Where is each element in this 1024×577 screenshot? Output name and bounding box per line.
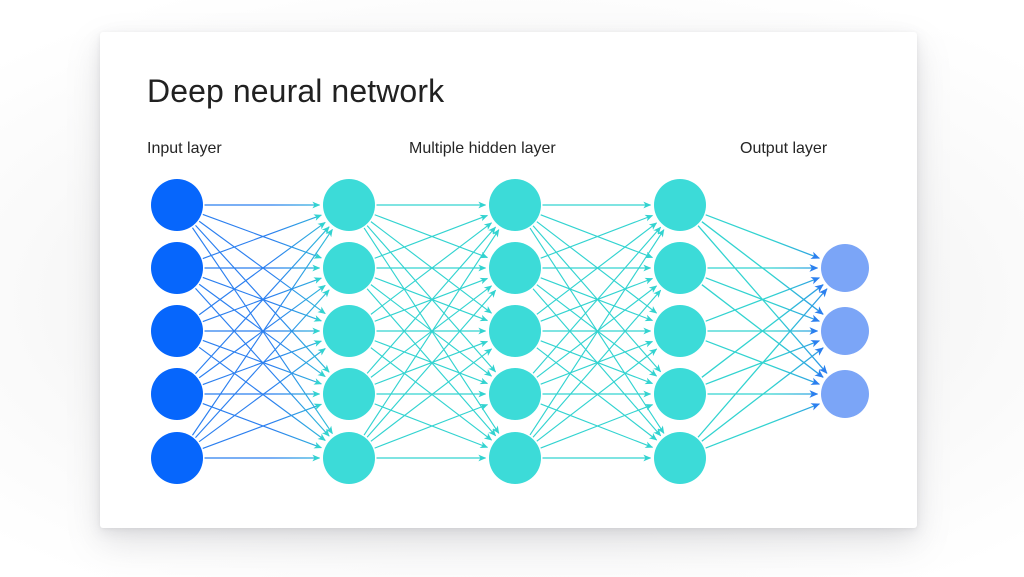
node-output-2 (821, 307, 869, 355)
neural-network-diagram (151, 179, 869, 484)
edge (540, 340, 654, 385)
edge (198, 221, 326, 316)
edge (705, 277, 821, 322)
edge (370, 284, 493, 377)
edge (536, 284, 658, 377)
node-hidden1-5 (323, 432, 375, 484)
edges-hidden2-to-hidden3 (529, 201, 665, 462)
edges-hidden1-to-hidden2 (363, 201, 500, 462)
edge (191, 228, 333, 436)
node-hidden1-3 (323, 305, 375, 357)
edge (198, 220, 326, 315)
edge (195, 226, 330, 375)
edge (532, 289, 662, 438)
node-hidden3-2 (654, 242, 706, 294)
node-output-1 (821, 244, 869, 292)
edge (705, 403, 821, 449)
edge (540, 214, 654, 259)
edge (374, 277, 489, 322)
edge (366, 289, 497, 438)
edge (540, 403, 654, 448)
layer-nodes-hidden3 (654, 179, 706, 484)
node-hidden1-2 (323, 242, 375, 294)
diagram-card: Deep neural network Input layer Multiple… (100, 32, 917, 528)
edge (374, 404, 489, 449)
node-hidden2-4 (489, 368, 541, 420)
node-hidden2-2 (489, 242, 541, 294)
edge (202, 340, 322, 386)
edges-hidden3-to-output (697, 214, 828, 449)
node-hidden3-5 (654, 432, 706, 484)
edge (366, 226, 496, 374)
edge (195, 289, 330, 438)
network-nodes (151, 179, 869, 484)
edge (536, 348, 658, 442)
connection-edges (191, 201, 828, 462)
layer-nodes-input (151, 179, 203, 484)
edge (370, 285, 493, 378)
edge (374, 403, 489, 448)
node-hidden2-5 (489, 432, 541, 484)
layer-label-output: Output layer (740, 140, 828, 157)
edge (202, 339, 322, 385)
edge (202, 214, 322, 260)
node-hidden1-4 (323, 368, 375, 420)
layer-nodes-output (821, 244, 869, 418)
edge (370, 348, 493, 442)
page-title: Deep neural network (147, 73, 445, 109)
edge (370, 222, 493, 315)
edge (532, 226, 662, 374)
node-hidden2-3 (489, 305, 541, 357)
edge (202, 213, 322, 259)
edge (540, 340, 654, 385)
edge (540, 214, 654, 259)
layer-nodes-hidden1 (323, 179, 375, 484)
edge (540, 404, 654, 449)
edge (363, 229, 500, 436)
layer-nodes-hidden2 (489, 179, 541, 484)
edge (374, 214, 489, 259)
node-hidden3-1 (654, 179, 706, 231)
edge (374, 340, 489, 385)
node-output-3 (821, 370, 869, 418)
edge (374, 340, 489, 385)
node-hidden3-3 (654, 305, 706, 357)
edge (202, 403, 322, 449)
edge (202, 276, 322, 322)
edge (705, 214, 821, 259)
node-input-4 (151, 368, 203, 420)
edge (697, 288, 828, 438)
node-hidden3-4 (654, 368, 706, 420)
edges-input-to-hidden1 (191, 201, 333, 462)
edge (536, 222, 658, 315)
node-input-2 (151, 242, 203, 294)
node-input-5 (151, 432, 203, 484)
layer-label-hidden: Multiple hidden layer (409, 140, 556, 157)
node-hidden2-1 (489, 179, 541, 231)
edge (536, 221, 658, 314)
edge (198, 348, 326, 443)
edge (374, 214, 489, 259)
edge (540, 277, 654, 322)
edge (536, 285, 658, 378)
node-hidden1-1 (323, 179, 375, 231)
node-input-3 (151, 305, 203, 357)
edge (202, 403, 322, 449)
edge (198, 284, 326, 379)
edge (370, 221, 493, 314)
edge (701, 347, 824, 442)
edge (529, 229, 665, 436)
edge (701, 284, 824, 378)
node-input-1 (151, 179, 203, 231)
layer-label-input: Input layer (147, 140, 222, 157)
